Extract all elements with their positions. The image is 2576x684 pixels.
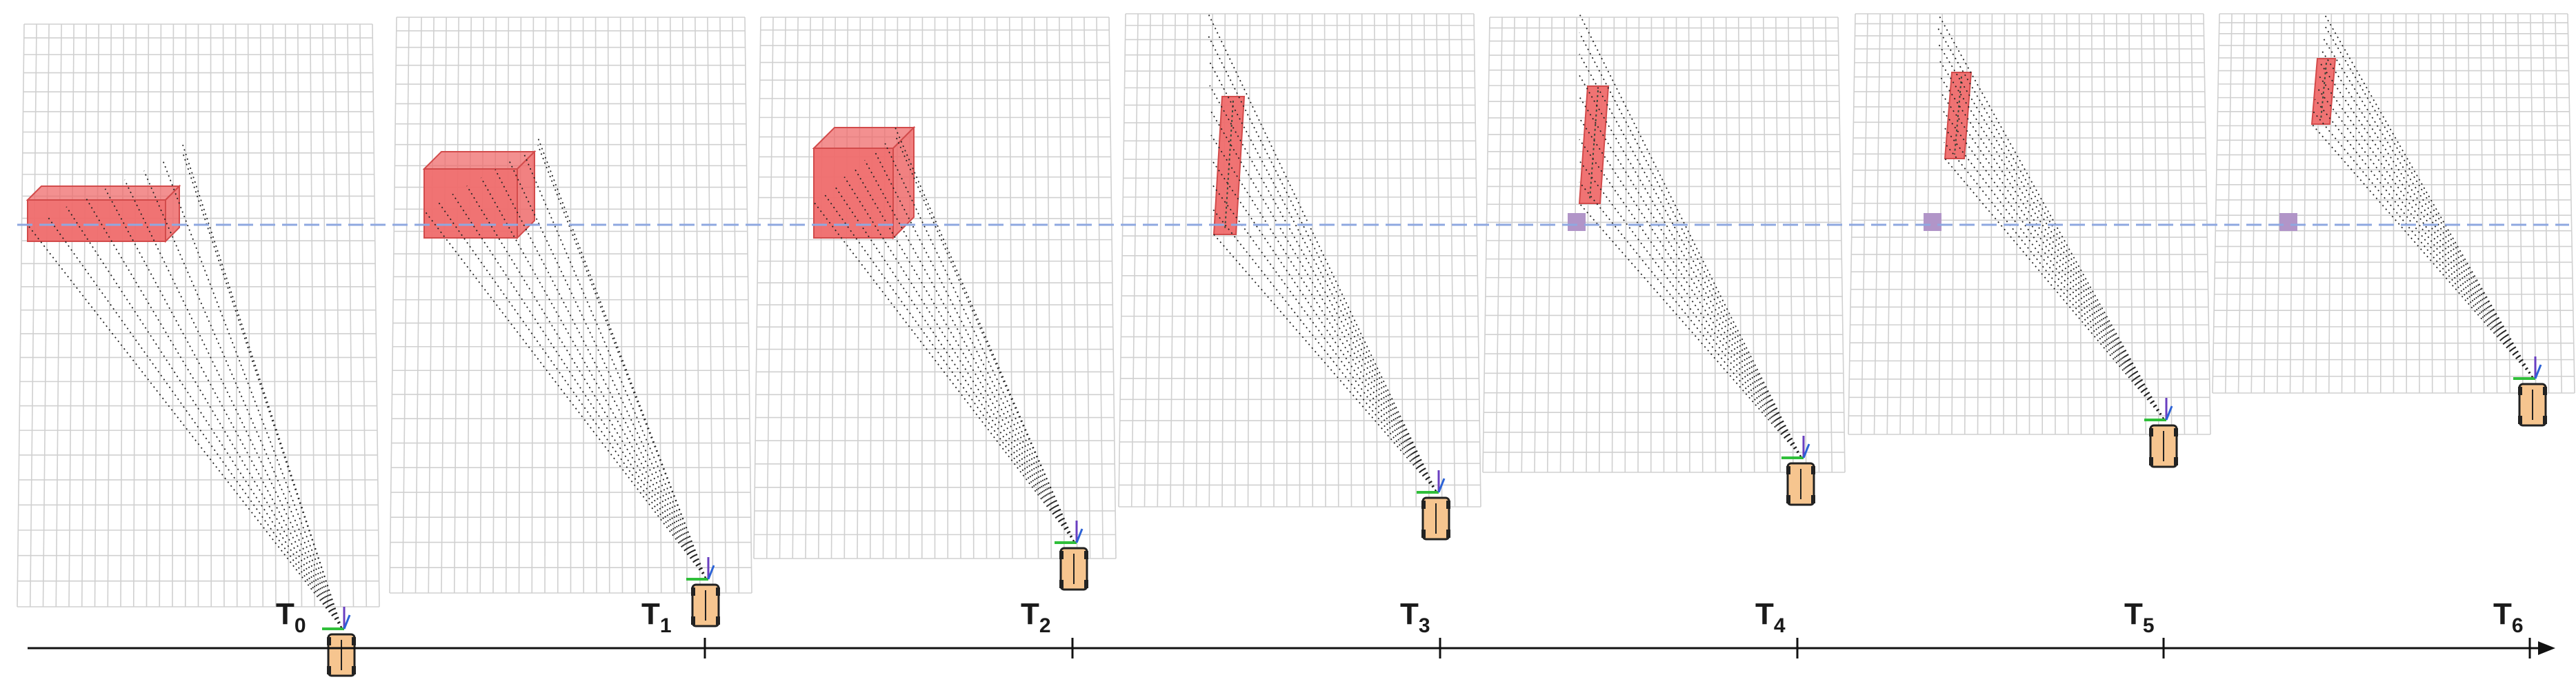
time-label-main: T xyxy=(2493,597,2512,631)
obstacle xyxy=(1578,86,1610,204)
time-label-t0: T0 xyxy=(276,597,306,637)
time-label-t1: T1 xyxy=(641,597,672,637)
obstacle xyxy=(1212,96,1246,235)
obstacle-slab xyxy=(2310,58,2337,125)
obstacle xyxy=(422,150,537,240)
vehicle-icon xyxy=(1781,436,1815,506)
panel-t6 xyxy=(2212,13,2575,427)
sensor-rays xyxy=(1937,13,2164,419)
time-label-sub: 0 xyxy=(294,614,306,637)
time-label-t2: T2 xyxy=(1021,597,1051,637)
ground-grid xyxy=(753,17,1117,559)
time-label-t5: T5 xyxy=(2124,597,2155,637)
panel-t2 xyxy=(753,17,1117,591)
ground-marker xyxy=(1924,213,1941,231)
panel-t1 xyxy=(389,17,752,627)
obstacle-front-face xyxy=(423,168,518,239)
time-label-main: T xyxy=(1400,597,1419,631)
time-label-main: T xyxy=(276,597,294,631)
panel-t5 xyxy=(1848,13,2211,468)
time-label-sub: 4 xyxy=(1774,614,1786,637)
ground-grid xyxy=(17,23,380,607)
ground-marker xyxy=(1568,213,1586,231)
time-label-main: T xyxy=(2124,597,2143,631)
sensor-rays xyxy=(1208,13,1437,492)
panel-t3 xyxy=(1118,13,1481,541)
sensor-rays xyxy=(1579,13,1801,457)
timeline-arrow-icon xyxy=(2538,641,2555,655)
obstacle-front-face xyxy=(27,199,166,242)
obstacle xyxy=(812,125,916,240)
ground-grid xyxy=(389,17,752,594)
panel-t4 xyxy=(1482,13,1846,506)
time-label-t3: T3 xyxy=(1400,597,1430,637)
ground-grid xyxy=(2212,13,2575,394)
ground-grid xyxy=(1118,13,1481,507)
time-label-sub: 5 xyxy=(2143,614,2155,637)
timeline-axis xyxy=(28,641,2555,655)
sensor-rays xyxy=(423,137,706,579)
ground-grid xyxy=(1848,13,2211,435)
time-label-main: T xyxy=(1755,597,1774,631)
time-label-t6: T6 xyxy=(2493,597,2524,637)
time-label-sub: 3 xyxy=(1419,614,1430,637)
obstacle-top-face xyxy=(422,151,537,170)
ground-grid xyxy=(1482,17,1846,473)
sensor-rays xyxy=(27,144,342,628)
time-label-sub: 1 xyxy=(660,614,672,637)
sensor-rays xyxy=(2311,13,2533,378)
obstacle-front-face xyxy=(813,148,894,239)
vehicle-icon xyxy=(1055,521,1088,591)
time-panels xyxy=(17,13,2575,677)
obstacle-top-face xyxy=(26,185,181,201)
vehicle-icon xyxy=(2513,356,2547,427)
vehicle-icon xyxy=(322,607,356,677)
time-label-main: T xyxy=(1021,597,1039,631)
time-label-sub: 2 xyxy=(1039,614,1051,637)
obstacle-slab xyxy=(1212,96,1246,235)
obstacle xyxy=(2310,58,2337,125)
ground-marker xyxy=(2279,213,2297,231)
time-label-t4: T4 xyxy=(1755,597,1786,637)
sensor-rays xyxy=(813,127,1075,542)
vehicle-icon xyxy=(1417,470,1450,541)
obstacle xyxy=(1944,72,1973,159)
panel-t0 xyxy=(17,23,380,677)
obstacle xyxy=(26,184,181,243)
time-label-main: T xyxy=(641,597,660,631)
vehicle-icon xyxy=(686,557,720,627)
time-label-sub: 6 xyxy=(2512,614,2524,637)
vehicle-icon xyxy=(2144,398,2178,468)
